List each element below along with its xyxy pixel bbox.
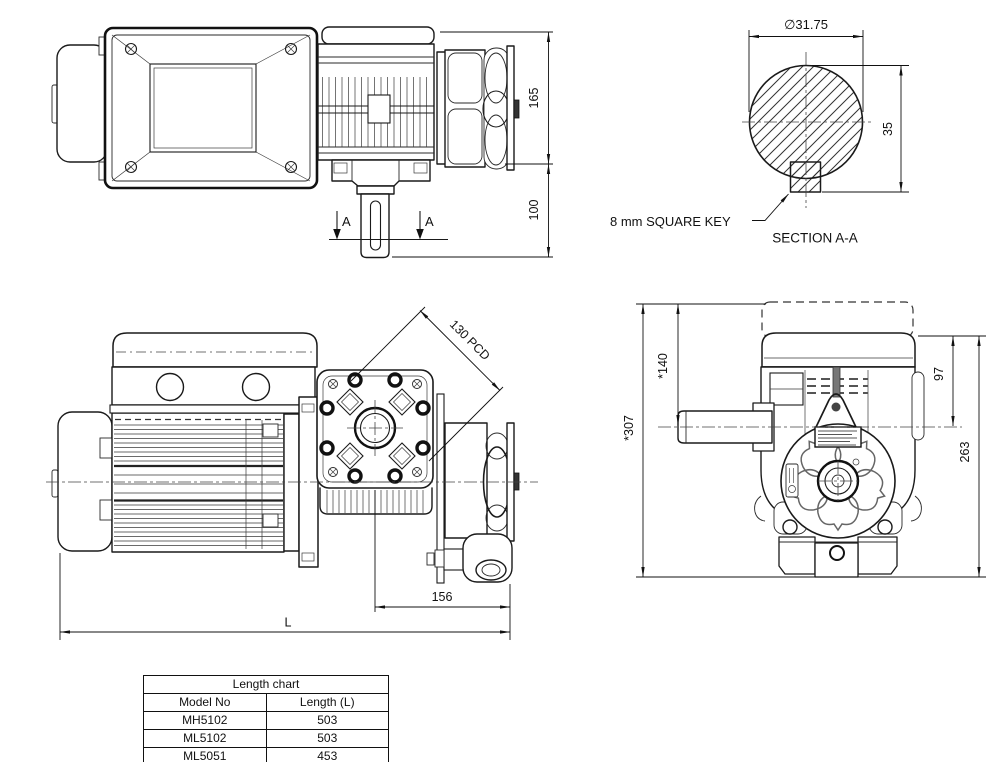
dim-axis-to-end: 156 bbox=[432, 590, 453, 604]
table-row: MH5102 503 bbox=[143, 711, 389, 730]
motor-end-cap bbox=[56, 44, 108, 163]
view-top-plan: A A 165 100 bbox=[51, 26, 553, 259]
dim-top-to-output-axis: 97 bbox=[932, 367, 946, 381]
dim-shaft-extension: 100 bbox=[527, 200, 541, 221]
shaft-collar bbox=[356, 185, 395, 195]
section-marker-left: A bbox=[342, 214, 351, 229]
terminal-box-lid bbox=[103, 26, 319, 190]
top-plan-dimensions: 165 100 bbox=[392, 31, 553, 258]
motor-top-cap bbox=[321, 26, 435, 45]
length-chart-col-model: Model No bbox=[143, 693, 267, 712]
cable-gland-right bbox=[241, 372, 271, 402]
shaft-keyway bbox=[369, 200, 382, 251]
flange-hole-right bbox=[877, 519, 893, 535]
side-label bbox=[785, 463, 799, 498]
length-chart-col-length: Length (L) bbox=[265, 693, 389, 712]
length-chart-title: Length chart bbox=[143, 675, 389, 694]
section-cut-marks: A A bbox=[329, 211, 448, 241]
lid-corner-screws bbox=[124, 42, 298, 174]
length-cell: 503 bbox=[265, 729, 389, 748]
section-marker-right: A bbox=[425, 214, 434, 229]
key-leader-line bbox=[752, 193, 789, 221]
terminal-box-phantom bbox=[761, 301, 914, 338]
motor-fins-side bbox=[114, 424, 283, 546]
gearbox-bottom-fins bbox=[326, 490, 424, 513]
motor-end-cap-side bbox=[57, 411, 113, 552]
fan-ring bbox=[483, 47, 510, 170]
dim-across-key: 35 bbox=[881, 122, 895, 136]
view-section-aa: ∅31.75 35 8 mm SQUARE KEY SECTION A-A bbox=[610, 17, 909, 246]
flange-hole-left bbox=[782, 519, 798, 535]
output-shaft bbox=[360, 193, 390, 259]
dim-overall-length: L bbox=[285, 616, 292, 630]
key-note: 8 mm SQUARE KEY bbox=[610, 214, 731, 229]
length-chart-table: Length chart Model No Length (L) MH5102 … bbox=[143, 675, 389, 762]
dim-body-height: 165 bbox=[527, 88, 541, 109]
flange-diamond-webs bbox=[336, 388, 416, 470]
length-cell: 503 bbox=[265, 711, 389, 730]
length-cell: 453 bbox=[265, 747, 389, 762]
fan-cowl bbox=[444, 49, 486, 168]
dim-top-to-shaft-axis: *140 bbox=[656, 353, 670, 379]
lifting-frame bbox=[805, 393, 867, 449]
model-cell: ML5102 bbox=[143, 729, 267, 748]
lid-raised-panel bbox=[149, 63, 257, 153]
nameplate bbox=[814, 426, 862, 448]
table-row: ML5102 503 bbox=[143, 729, 389, 748]
rear-plate bbox=[436, 393, 445, 584]
dim-top-to-base: 263 bbox=[958, 442, 972, 463]
table-row: ML5051 453 bbox=[143, 747, 389, 762]
flange-bolt-holes bbox=[319, 372, 431, 484]
view-side-elevation: 130 PCD 156 L bbox=[46, 306, 538, 640]
dim-overall-height: *307 bbox=[622, 415, 636, 441]
end-elevation-dimensions: *307 *140 97 263 bbox=[622, 303, 986, 578]
square-key bbox=[789, 161, 822, 193]
view-end-elevation: *307 *140 97 263 bbox=[622, 301, 986, 578]
brake-housing bbox=[444, 422, 488, 539]
model-cell: ML5051 bbox=[143, 747, 267, 762]
mounting-base bbox=[778, 536, 898, 578]
model-cell: MH5102 bbox=[143, 711, 267, 730]
flange-corner-screws bbox=[328, 379, 422, 477]
terminal-box-end bbox=[761, 332, 916, 368]
cable-gland-left bbox=[155, 372, 185, 402]
terminal-box-side bbox=[112, 332, 318, 368]
section-aa-dimensions: ∅31.75 35 8 mm SQUARE KEY SECTION A-A bbox=[610, 17, 909, 246]
dim-bolt-circle: 130 PCD bbox=[447, 317, 493, 363]
dim-shaft-diameter: ∅31.75 bbox=[784, 17, 828, 32]
motor-body-side bbox=[111, 412, 285, 553]
section-caption: SECTION A-A bbox=[772, 231, 858, 246]
